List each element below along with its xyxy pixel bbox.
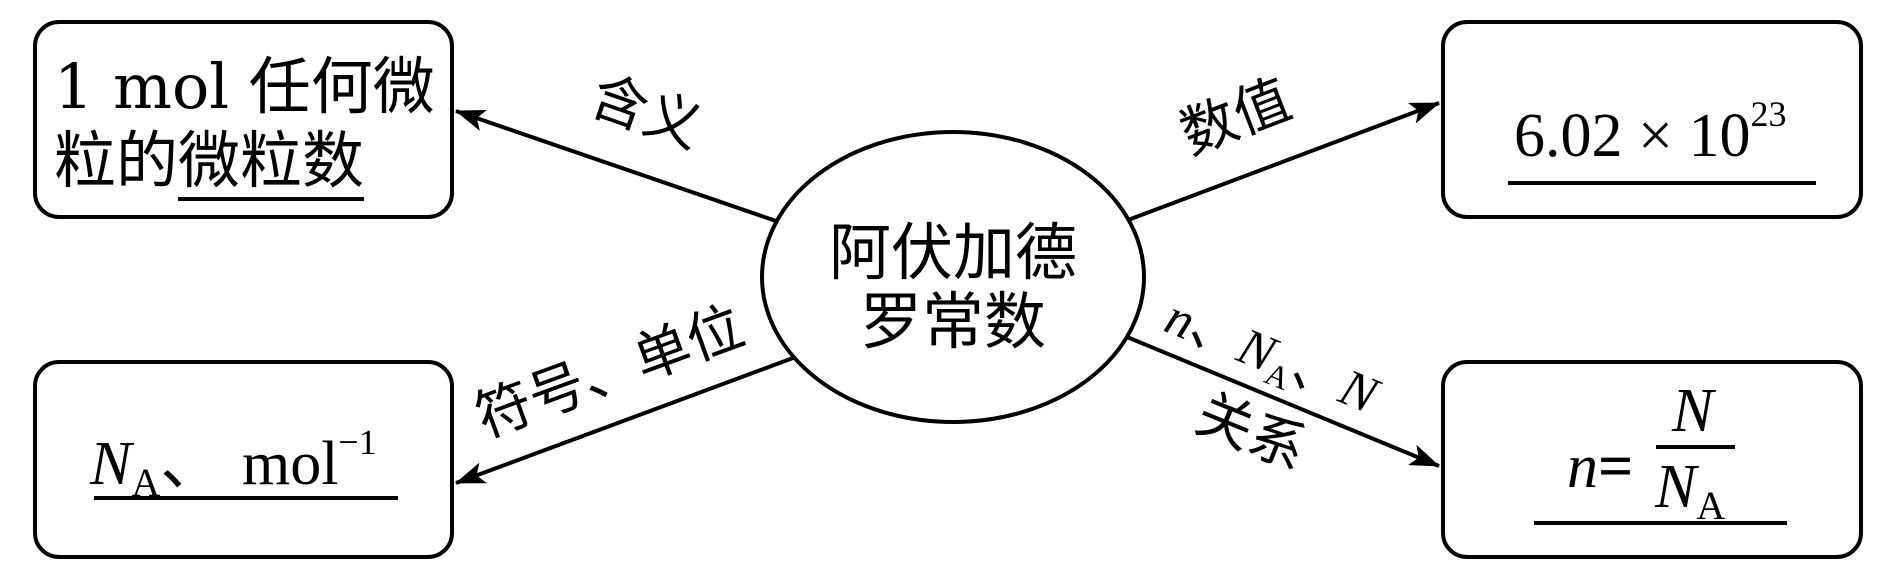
- value-times: ×: [1638, 102, 1673, 170]
- relation-answer-underline: [1534, 521, 1787, 525]
- meaning-answer: 微粒数: [178, 124, 365, 201]
- arrow-relation: [1126, 335, 1440, 468]
- meaning-box: [33, 20, 454, 219]
- relation-lhs: n=: [1567, 436, 1633, 498]
- value-expression: 6.02 × 1023: [1514, 96, 1786, 170]
- symbol-separator: 、: [160, 426, 242, 499]
- center-ellipse: [760, 130, 1146, 424]
- arrow-meaning: [455, 109, 777, 223]
- relation-box: [1441, 360, 1863, 559]
- value-box: [1441, 20, 1863, 219]
- relation-n: n: [1567, 433, 1598, 501]
- value-base: 10: [1688, 102, 1751, 170]
- meaning-line2: 粒的微粒数: [54, 124, 365, 201]
- center-label-line2: 罗常数: [859, 285, 1046, 359]
- arrow-symbol-unit: [455, 356, 794, 485]
- arrow-value: [1127, 101, 1440, 222]
- value-exponent: 23: [1750, 94, 1787, 134]
- meaning-line2-prefix: 粒的: [54, 124, 179, 197]
- relation-numerator: N: [1672, 377, 1714, 445]
- symbol-sub-A: A: [131, 460, 161, 505]
- relation-equals: =: [1598, 433, 1634, 501]
- symbol-unit-expression: NA、 mol−1: [90, 424, 377, 503]
- relation-fraction-bar: [1656, 445, 1735, 449]
- relation-denominator: NA: [1655, 453, 1726, 528]
- meaning-line1: 1 mol 任何微: [54, 50, 435, 123]
- unit-mol: mol: [241, 430, 339, 498]
- center-label: 阿伏加德 罗常数: [813, 218, 1093, 357]
- symbol-N: N: [90, 430, 132, 498]
- unit-exponent: −1: [338, 422, 377, 462]
- symbol-unit-box: [33, 360, 454, 559]
- value-mantissa: 6.02: [1514, 102, 1623, 170]
- center-label-line1: 阿伏加德: [828, 216, 1077, 289]
- symbol-unit-answer-underline: [94, 496, 398, 500]
- value-answer-underline: [1508, 181, 1816, 185]
